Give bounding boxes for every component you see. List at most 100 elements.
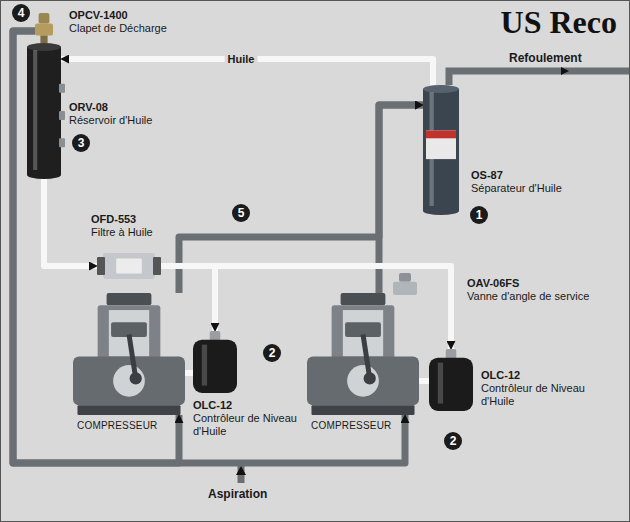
oil-line [44, 179, 97, 266]
part-label: COMPRESSEUR [77, 419, 158, 432]
comp-shape [307, 293, 419, 415]
callout-number: 3 [72, 134, 90, 152]
filter-shell [103, 253, 155, 279]
part-number: COMPRESSEUR [77, 419, 158, 432]
part-label: OLC-12Contrôleur de Niveau d'Huile [193, 399, 303, 438]
olc-shape [429, 349, 473, 411]
connecting-rod [363, 334, 370, 378]
highlight [33, 50, 37, 170]
sight-glass [446, 349, 457, 359]
part-label: OS-87Séparateur d'Huile [471, 169, 562, 195]
cylinder-block [332, 305, 395, 360]
reservoir-body-top [27, 43, 61, 51]
flow-arrow [236, 466, 246, 475]
part-number: OLC-12 [193, 399, 303, 412]
part-label: OAV-06FSVanne d'angle de service [467, 277, 617, 303]
filter-end [97, 257, 105, 275]
part-number: ORV-08 [69, 101, 152, 114]
compressor: COMPRESSEUR [73, 293, 185, 415]
opcv-shape [35, 13, 53, 43]
callout-number: 2 [263, 344, 281, 362]
oil-level-controller: OLC-12Contrôleur de Niveau d'Huile [429, 349, 473, 411]
part-description: Clapet de Décharge [69, 22, 167, 35]
valve-body [393, 282, 417, 295]
oil-separator: OS-87Séparateur d'Huile [423, 85, 459, 215]
flow-arrow [561, 67, 569, 75]
part-number: COMPRESSEUR [311, 419, 392, 432]
part-label: COMPRESSEUR [311, 419, 392, 432]
sight-glass [210, 331, 221, 341]
oil-line [161, 266, 215, 331]
part-number: OS-87 [471, 169, 562, 182]
callout-number: 5 [232, 204, 250, 222]
part-description: Réservoir d'Huile [69, 114, 152, 127]
pipe-label: Refoulement [509, 51, 582, 65]
part-description: Vanne d'angle de service [467, 290, 617, 303]
valve-stem [40, 36, 47, 44]
compressor: COMPRESSEUR [307, 293, 419, 415]
crank-pin [130, 372, 142, 384]
sight-glass [59, 84, 65, 93]
crankcase [307, 356, 419, 405]
cylinder-head [107, 293, 152, 305]
separator-body-top [423, 85, 459, 93]
oil-level-controller: OLC-12Contrôleur de Niveau d'Huile [193, 331, 237, 393]
part-description: Contrôleur de Niveau d'Huile [481, 382, 621, 408]
base-feet [77, 405, 180, 415]
oil-reservoir: ORV-08Réservoir d'Huile [27, 43, 61, 179]
callout-number: 1 [470, 206, 488, 224]
sep-shape [423, 85, 459, 215]
cylinder-block [98, 305, 161, 360]
part-label: OPCV-1400Clapet de Décharge [69, 9, 167, 35]
part-description: Séparateur d'Huile [471, 182, 562, 195]
filter-label [116, 259, 142, 274]
oav-shape [393, 273, 417, 295]
discharge-pipe [449, 71, 630, 85]
service-valve: OAV-06FSVanne d'angle de service [393, 273, 417, 295]
connecting-rod [129, 334, 136, 378]
callout-number: 2 [444, 432, 462, 450]
olc-body [193, 340, 237, 393]
line-label: Huile [225, 53, 258, 66]
crankcase [73, 356, 185, 405]
part-label: OLC-12Contrôleur de Niveau d'Huile [481, 369, 621, 408]
product-label [426, 131, 456, 160]
highlight [438, 363, 443, 404]
separator-body [423, 89, 459, 211]
valve-cap [399, 273, 411, 282]
part-description: Filtre à Huile [91, 226, 153, 239]
sight-glass [59, 111, 65, 120]
part-label: ORV-08Réservoir d'Huile [69, 101, 152, 127]
crank-pin [364, 372, 376, 384]
part-number: OLC-12 [481, 369, 621, 382]
res-shape [27, 43, 61, 179]
separator-body-bottom [423, 207, 459, 215]
crank-window [113, 365, 145, 397]
crank-window [347, 365, 379, 397]
part-label: OFD-553Filtre à Huile [91, 213, 153, 239]
oil-line [161, 266, 451, 349]
oil-line [185, 370, 193, 376]
relief-valve: OPCV-1400Clapet de Décharge [35, 13, 53, 43]
part-number: OAV-06FS [467, 277, 617, 290]
comp-shape [73, 293, 185, 415]
valve-body [35, 24, 53, 36]
oil-filter: OFD-553Filtre à Huile [97, 251, 161, 281]
label-stripe [426, 131, 456, 139]
filt-shape [97, 251, 161, 281]
valve-cap [39, 13, 50, 24]
olc-shape [193, 331, 237, 393]
cylinder-head [341, 293, 386, 305]
title: US Reco [501, 3, 617, 41]
oil-line [419, 378, 429, 384]
base-feet [311, 405, 414, 415]
olc-body [429, 358, 473, 411]
part-number: OFD-553 [91, 213, 153, 226]
sight-glass [59, 138, 65, 147]
reservoir-body [27, 47, 61, 175]
reservoir-body-bottom [27, 171, 61, 179]
